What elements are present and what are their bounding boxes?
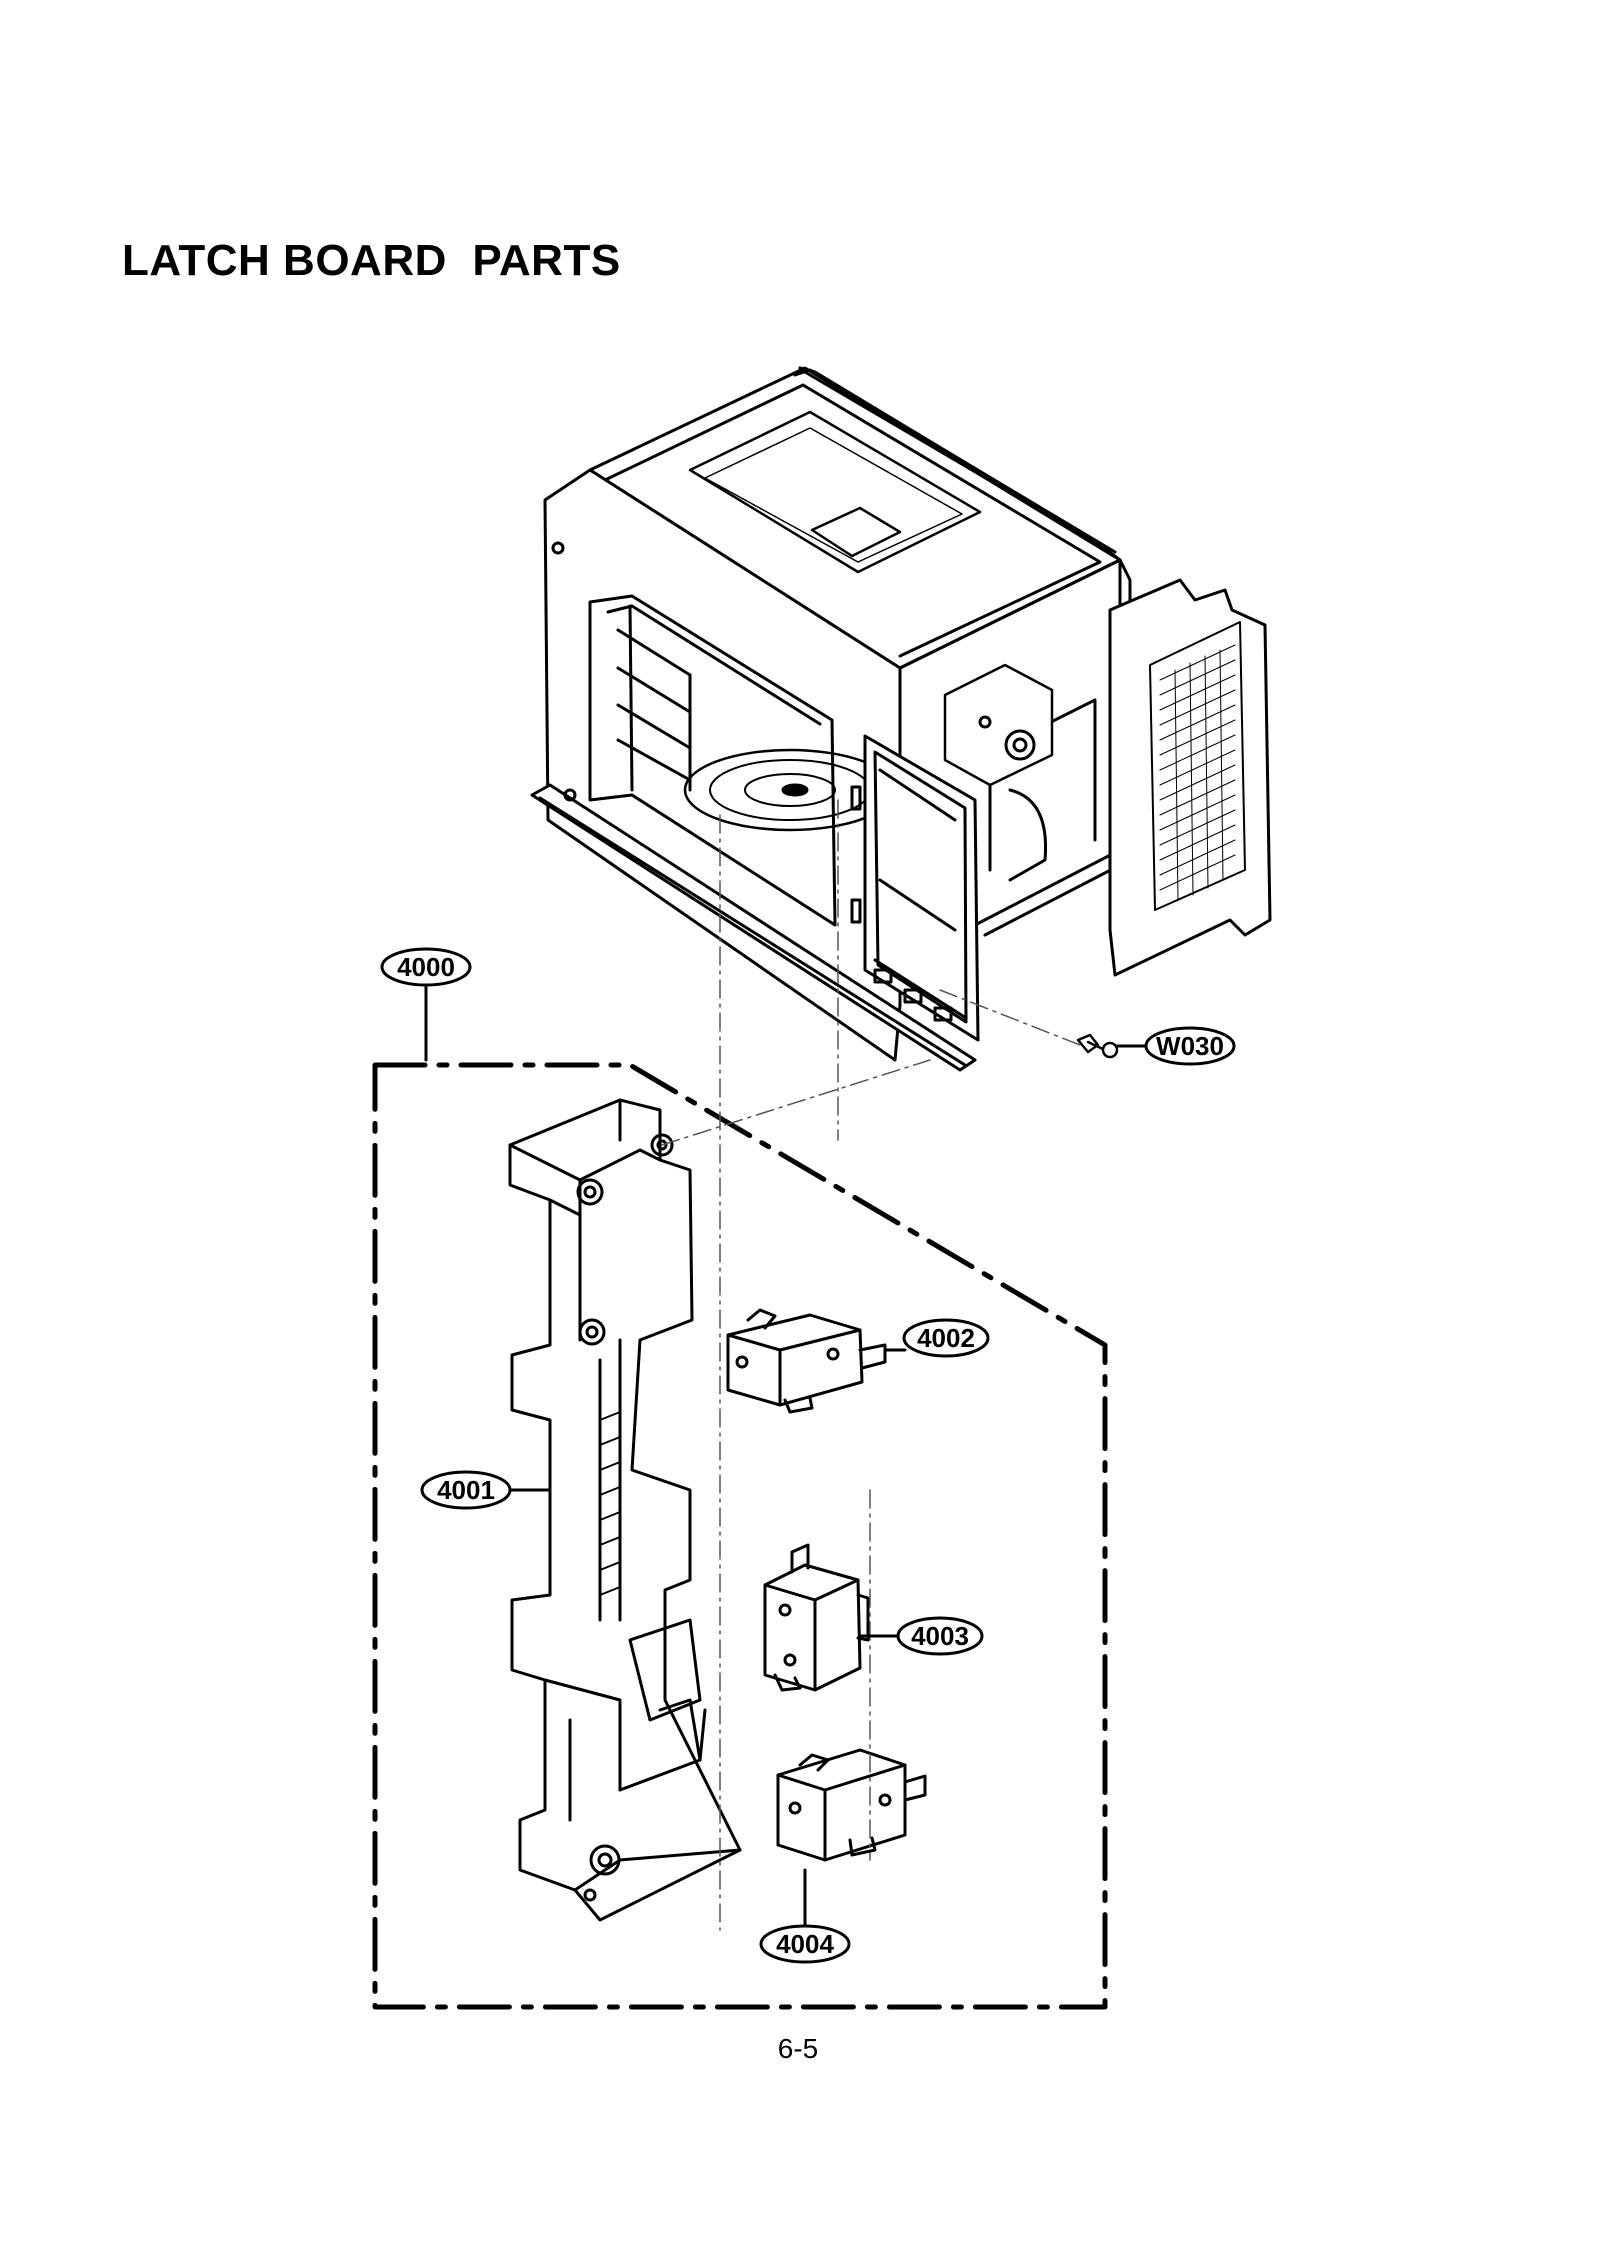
callout-w030: W030 bbox=[1144, 1026, 1236, 1066]
callout-4004-label: 4004 bbox=[776, 1929, 834, 1959]
callout-4000-label: 4000 bbox=[397, 952, 455, 982]
callout-4001: 4001 bbox=[420, 1470, 512, 1510]
switch-4002 bbox=[726, 1308, 887, 1414]
oven-chassis bbox=[530, 366, 1272, 1072]
switch-4003 bbox=[763, 1543, 870, 1692]
callout-4002: 4002 bbox=[902, 1318, 990, 1358]
projection-lines bbox=[661, 799, 1081, 1931]
callout-4002-label: 4002 bbox=[917, 1323, 975, 1353]
callout-w030-label: W030 bbox=[1156, 1031, 1224, 1061]
callouts bbox=[424, 983, 1148, 1926]
page-number: 6-5 bbox=[777, 2033, 819, 2064]
page-title: LATCH BOARD PARTS bbox=[122, 236, 621, 285]
callout-4003-label: 4003 bbox=[911, 1621, 969, 1651]
callout-4004: 4004 bbox=[759, 1924, 851, 1964]
screw-w030 bbox=[1076, 1033, 1119, 1059]
switch-4004 bbox=[776, 1748, 927, 1862]
latch-board bbox=[508, 1098, 742, 1922]
callout-4003: 4003 bbox=[896, 1616, 984, 1656]
vent-grille bbox=[1159, 644, 1236, 901]
callout-4001-label: 4001 bbox=[437, 1475, 495, 1505]
callout-4000: 4000 bbox=[380, 947, 472, 987]
assembly-boundary bbox=[372, 1062, 1108, 2010]
